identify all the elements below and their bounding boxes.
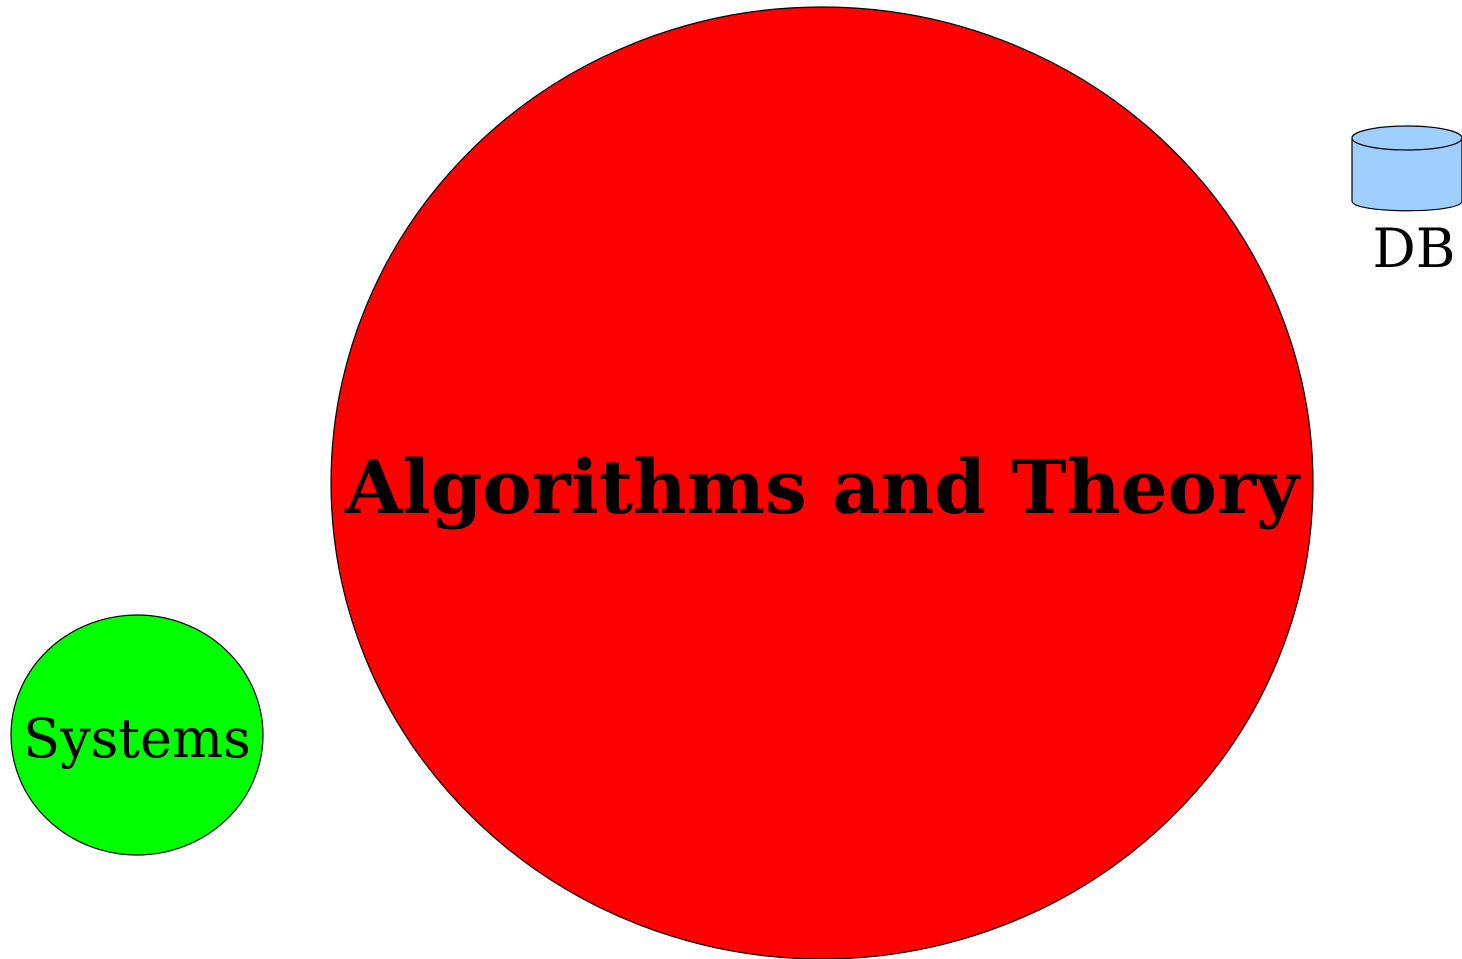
- db-node[interactable]: DB: [1351, 125, 1462, 280]
- systems-label: Systems: [23, 707, 251, 770]
- algorithms-theory-node[interactable]: Algorithms and Theory: [330, 6, 1314, 959]
- algorithms-theory-label: Algorithms and Theory: [344, 445, 1301, 531]
- database-cylinder-top: [1351, 125, 1462, 151]
- algorithms-theory-circle[interactable]: [330, 6, 1314, 959]
- database-icon[interactable]: [1351, 125, 1462, 212]
- systems-circle[interactable]: [10, 614, 264, 856]
- systems-node[interactable]: Systems: [10, 614, 264, 856]
- db-label: DB: [1373, 217, 1456, 280]
